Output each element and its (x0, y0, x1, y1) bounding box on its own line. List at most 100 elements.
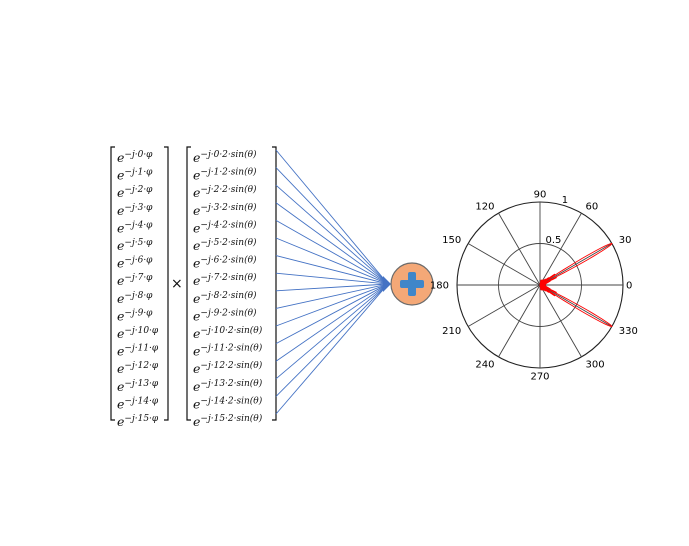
exponent: −j·13·2·sin(θ) (200, 378, 262, 389)
exponent: −j·7·φ (124, 273, 153, 283)
left-bracket (110, 146, 115, 421)
multiply-operator: × (171, 276, 183, 292)
summer-node (390, 262, 434, 306)
exponent: −j·9·2·sin(θ) (200, 307, 257, 318)
phase-vector-entry: e−j·6·φ (117, 256, 153, 271)
base-e: e (117, 185, 124, 200)
summation-line (275, 283, 389, 380)
steering-vector-entry: e−j·3·2·sin(θ) (193, 202, 257, 218)
steering-vector-entry: e−j·2·2·sin(θ) (193, 184, 257, 200)
base-e: e (193, 150, 200, 165)
summation-line (275, 237, 389, 285)
exponent: −j·1·φ (124, 168, 153, 178)
phase-vector-entry: e−j·15·φ (117, 414, 159, 429)
phase-vector-entry: e−j·8·φ (117, 291, 153, 306)
radial-label: 0.5 (545, 235, 561, 246)
phase-vector-entry: e−j·14·φ (117, 396, 159, 411)
steering-vector-entry: e−j·9·2·sin(θ) (193, 307, 257, 323)
base-e: e (117, 414, 124, 429)
base-e: e (117, 291, 124, 306)
summation-line (275, 283, 389, 362)
base-e: e (193, 326, 200, 341)
phase-vector-entry: e−j·11·φ (117, 344, 159, 359)
steering-vector-entry: e−j·1·2·sin(θ) (193, 167, 257, 183)
phase-vector-entry: e−j·5·φ (117, 238, 153, 253)
right-bracket (272, 146, 277, 421)
exponent: −j·5·2·sin(θ) (200, 237, 257, 248)
base-e: e (117, 168, 124, 183)
exponent: −j·2·φ (124, 185, 153, 195)
phase-vector-entry: e−j·1·φ (117, 168, 153, 183)
steering-vector-entry: e−j·8·2·sin(θ) (193, 290, 257, 306)
summation-line (275, 149, 389, 285)
exponent: −j·9·φ (124, 308, 153, 318)
exponent: −j·4·φ (124, 220, 153, 230)
angle-label: 240 (475, 359, 494, 370)
base-e: e (117, 150, 124, 165)
exponent: −j·10·φ (124, 326, 159, 336)
exponent: −j·6·φ (124, 256, 153, 266)
base-e: e (193, 256, 200, 271)
steering-vector-entry: e−j·11·2·sin(θ) (193, 343, 263, 359)
phase-vector-entry: e−j·4·φ (117, 220, 153, 235)
summation-line (275, 283, 389, 397)
beam-pattern (539, 242, 613, 328)
arrow-head (383, 276, 391, 292)
angle-label: 90 (534, 190, 547, 201)
angle-label: 180 (430, 281, 449, 292)
base-e: e (193, 291, 200, 306)
angle-label: 30 (619, 235, 632, 246)
exponent: −j·0·φ (124, 150, 153, 160)
steering-vector-entry: e−j·10·2·sin(θ) (193, 325, 263, 341)
base-e: e (117, 396, 124, 411)
angle-label: 330 (619, 326, 638, 337)
exponent: −j·8·φ (124, 291, 153, 301)
exponent: −j·8·2·sin(θ) (200, 290, 257, 301)
exponent: −j·4·2·sin(θ) (200, 219, 257, 230)
base-e: e (193, 203, 200, 218)
exponent: −j·11·2·sin(θ) (200, 343, 262, 354)
steering-vector-entry: e−j·5·2·sin(θ) (193, 237, 257, 253)
steering-vector-entry: e−j·15·2·sin(θ) (193, 413, 263, 429)
exponent: −j·3·2·sin(θ) (200, 202, 257, 213)
summation-line (275, 255, 389, 285)
exponent: −j·14·φ (124, 396, 159, 406)
steering-vector-entry: e−j·0·2·sin(θ) (193, 149, 257, 165)
base-e: e (117, 361, 124, 376)
summation-line (275, 283, 389, 309)
steering-vector-entry: e−j·14·2·sin(θ) (193, 395, 263, 411)
phase-vector-matrix: e−j·0·φe−j·1·φe−j·2·φe−j·3·φe−j·4·φe−j·5… (110, 146, 169, 429)
base-e: e (193, 185, 200, 200)
base-e: e (193, 308, 200, 323)
right-bracket (164, 146, 169, 421)
phase-vector-entry: e−j·0·φ (117, 150, 153, 165)
exponent: −j·3·φ (124, 203, 153, 213)
summation-line (275, 283, 389, 292)
angle-label: 210 (442, 326, 461, 337)
summation-line (275, 283, 389, 415)
exponent: −j·12·φ (124, 361, 159, 371)
angle-label: 300 (586, 359, 605, 370)
phase-vector-entry: e−j·10·φ (117, 326, 159, 341)
base-e: e (117, 220, 124, 235)
base-e: e (193, 344, 200, 359)
base-e: e (117, 203, 124, 218)
base-e: e (117, 379, 124, 394)
summation-line (275, 202, 389, 285)
exponent: −j·7·2·sin(θ) (200, 272, 257, 283)
left-bracket (186, 146, 191, 421)
base-e: e (117, 308, 124, 323)
base-e: e (117, 256, 124, 271)
steering-vector-entry: e−j·13·2·sin(θ) (193, 378, 263, 394)
summation-line (275, 272, 389, 285)
plus-icon (400, 272, 424, 296)
angle-label: 120 (475, 202, 494, 213)
exponent: −j·6·2·sin(θ) (200, 255, 257, 266)
base-e: e (193, 361, 200, 376)
base-e: e (193, 238, 200, 253)
summation-line (275, 184, 389, 285)
summation-lines (275, 149, 389, 415)
angle-label: 150 (442, 235, 461, 246)
